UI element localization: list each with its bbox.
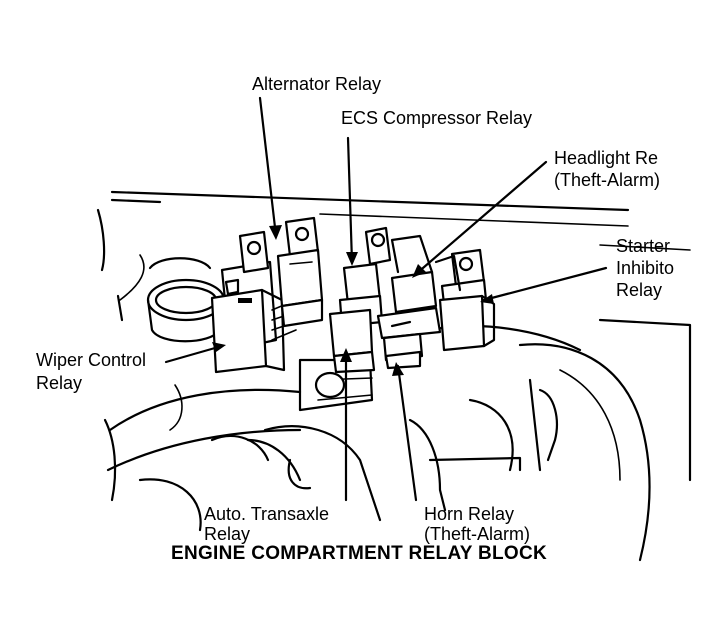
- starter-inhibitor-label-line1: Starter: [616, 236, 671, 256]
- hose-clamp: [116, 257, 226, 343]
- alternator-leader: [258, 96, 278, 238]
- starter-inhibitor-relay-unit: [434, 248, 496, 352]
- horn-relay-label-line2: (Theft-Alarm): [424, 524, 531, 544]
- wiper-control-label-line1: Wiper Control: [36, 350, 147, 370]
- ecs-compressor-relay-unit: [328, 262, 384, 374]
- headlight-relay-label-line2: (Theft-Alarm): [554, 170, 661, 190]
- diagram-caption: ENGINE COMPARTMENT RELAY BLOCK: [170, 543, 547, 564]
- starter-leader: [482, 266, 608, 302]
- alternator-relay-label: Alternator Relay: [252, 74, 382, 94]
- wiper-leader: [164, 344, 224, 364]
- auto-transaxle-label-line1: Auto. Transaxle: [204, 504, 330, 524]
- auto-transaxle-label-line2: Relay: [204, 524, 251, 544]
- leader-lines: [164, 96, 608, 502]
- lower-hoses: [103, 358, 522, 532]
- headlight-relay-unit: [364, 226, 442, 370]
- horn-leader: [396, 364, 418, 502]
- alternator-relay-block: [210, 230, 297, 374]
- ecs-leader: [346, 136, 354, 264]
- arrowheads: [212, 225, 494, 376]
- headlight-leader: [414, 160, 548, 276]
- starter-inhibitor-label-line3: Relay: [616, 280, 663, 300]
- ecs-compressor-relay-label: ECS Compressor Relay: [341, 108, 533, 128]
- headlight-relay-label-line1: Headlight Re: [554, 148, 659, 168]
- horn-relay-label-line1: Horn Relay: [424, 504, 515, 524]
- alternator-relay-unit: [276, 216, 324, 328]
- starter-inhibitor-label-line2: Inhibito: [616, 258, 675, 278]
- wiper-control-label-line2: Relay: [36, 373, 83, 393]
- engine-bay-outline: [96, 190, 692, 562]
